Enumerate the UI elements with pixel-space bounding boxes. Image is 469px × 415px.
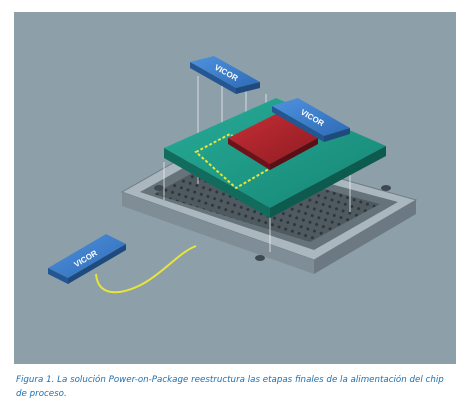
vicor-module-top-right: VICOR [272,98,350,142]
power-cable [95,245,197,294]
vicor-module-top-left: VICOR [190,56,260,94]
processor-die [228,114,318,170]
power-on-package-diagram: VICOR VICOR VICOR [14,12,456,364]
figure-caption: Figura 1. La solución Power-on-Package r… [16,375,444,399]
vicor-module-lower-left: VICOR [48,234,126,284]
socket-mounting-holes [154,185,391,261]
